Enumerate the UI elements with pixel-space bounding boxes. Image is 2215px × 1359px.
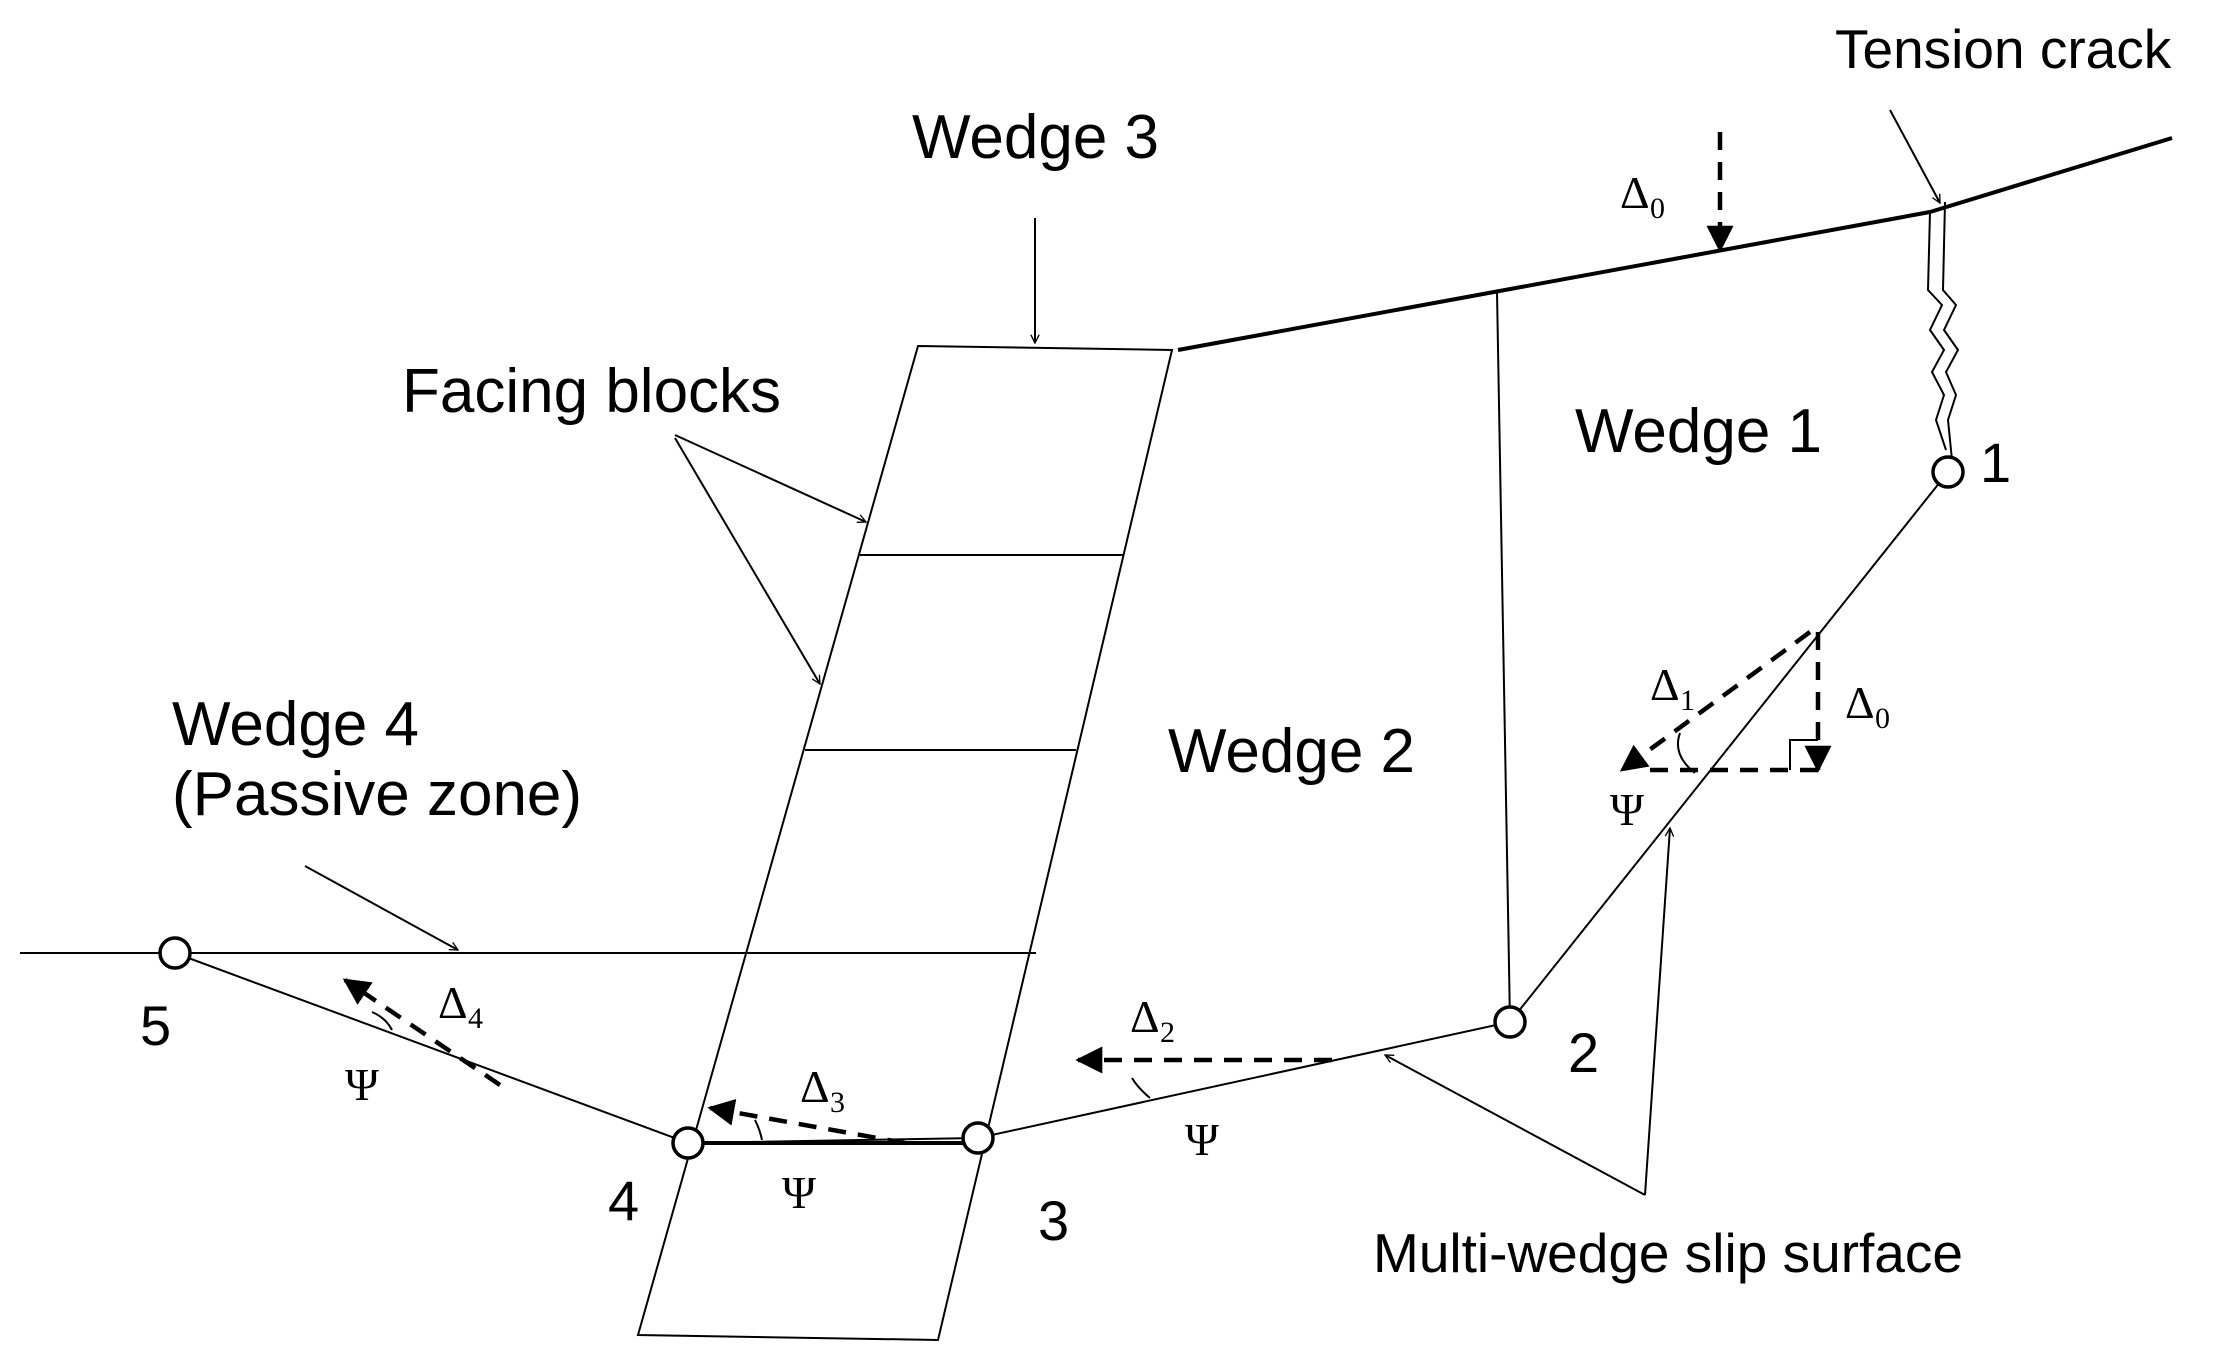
psi-arc-3 xyxy=(754,1119,763,1141)
facing-blocks-leader-1 xyxy=(674,434,866,522)
node-4-number: 4 xyxy=(608,1169,639,1232)
tension-crack-inner xyxy=(1941,201,1960,461)
delta-symbol: Δ xyxy=(1650,659,1680,710)
psi-label-4: Ψ xyxy=(345,1059,379,1110)
node-1-number: 1 xyxy=(1980,431,2011,494)
delta-subscript: 0 xyxy=(1875,702,1890,735)
facing-blocks-label: Facing blocks xyxy=(402,357,781,426)
ground-surface-left xyxy=(1177,210,1931,352)
delta-subscript: 0 xyxy=(1650,192,1665,225)
psi-label-2: Ψ xyxy=(1185,1114,1219,1165)
node-2-circle xyxy=(1493,1005,1527,1039)
passive-zone-label: (Passive zone) xyxy=(172,760,582,829)
wedge4-label: Wedge 4 xyxy=(172,690,419,759)
node-3-circle xyxy=(961,1121,995,1155)
delta4-arrow xyxy=(342,978,502,1087)
node-2-number: 2 xyxy=(1568,1021,1599,1084)
delta1-label: Δ 1 xyxy=(1650,659,1695,717)
delta-subscript: 2 xyxy=(1160,1016,1175,1049)
wedge3-label: Wedge 3 xyxy=(912,103,1159,172)
psi-arc-2 xyxy=(1131,1077,1151,1099)
delta3-arrow xyxy=(707,1099,906,1146)
delta-symbol: Δ xyxy=(1130,991,1160,1042)
tension-crack xyxy=(1926,211,1947,451)
delta-subscript: 4 xyxy=(468,1002,483,1035)
delta4-label: Δ 4 xyxy=(438,977,483,1035)
psi-arc-4 xyxy=(371,1011,393,1031)
delta0-right-label: Δ 0 xyxy=(1845,677,1890,735)
delta-symbol: Δ xyxy=(800,1061,830,1112)
wedge2-label: Wedge 2 xyxy=(1168,717,1415,786)
psi-label-3: Ψ xyxy=(782,1167,816,1218)
slip-leader-2 xyxy=(1385,1054,1646,1196)
node-1-circle xyxy=(1931,455,1965,489)
psi-arc-1 xyxy=(1676,732,1696,774)
delta-subscript: 3 xyxy=(830,1086,845,1119)
facing-blocks-leader-2 xyxy=(674,437,821,684)
node-3-number: 3 xyxy=(1038,1189,1069,1252)
delta2-label: Δ 2 xyxy=(1130,991,1175,1049)
delta-symbol: Δ xyxy=(1620,167,1650,218)
wedge4-leader xyxy=(304,865,458,951)
tension-crack-leader xyxy=(1889,109,1941,203)
node-5-circle xyxy=(158,936,192,970)
delta-subscript: 1 xyxy=(1680,684,1695,717)
delta3-label: Δ 3 xyxy=(800,1061,845,1119)
wedge1-label: Wedge 1 xyxy=(1575,397,1822,466)
delta1-arrow xyxy=(1619,630,1812,772)
node-5-number: 5 xyxy=(140,994,171,1057)
facing-wall xyxy=(636,344,1174,1342)
delta0-top-label: Δ 0 xyxy=(1620,167,1665,225)
interslice-line-1-2 xyxy=(1496,291,1511,1023)
ground-surface-right xyxy=(1929,136,2173,214)
tension-crack-label: Tension crack xyxy=(1835,18,2172,80)
psi-label-1: Ψ xyxy=(1610,784,1644,835)
delta-symbol: Δ xyxy=(1845,677,1875,728)
delta-symbol: Δ xyxy=(438,977,468,1028)
right-angle-mark xyxy=(1789,739,1818,770)
slip-surface-label: Multi-wedge slip surface xyxy=(1373,1222,1963,1284)
node-4-circle xyxy=(671,1126,705,1160)
slip-leader-1 xyxy=(1644,828,1670,1196)
